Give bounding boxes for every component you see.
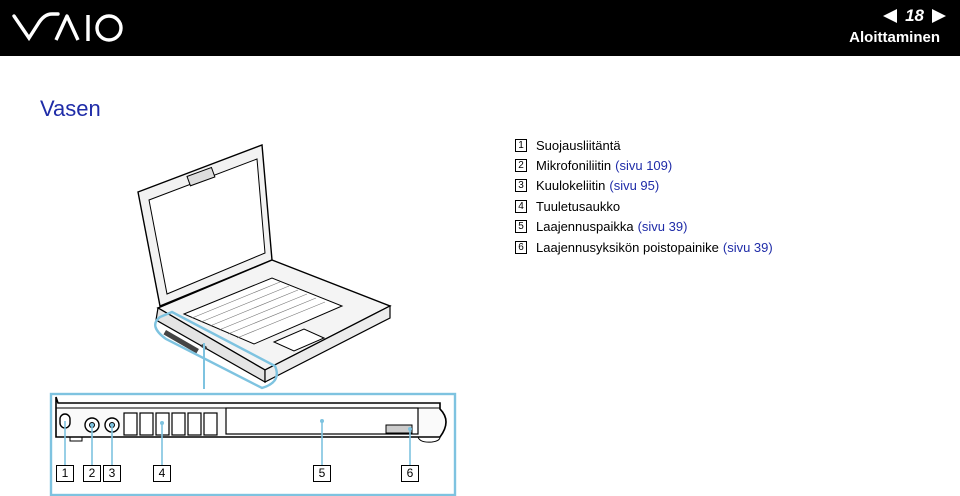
page-number: 18 [905,6,924,25]
legend-label: Mikrofoniliitin [536,158,612,174]
page-title: Vasen [40,96,101,121]
page-reference-link[interactable]: (sivu 39) [637,219,688,235]
legend-item: 6 Laajennusyksikön poistopainike(sivu 39) [515,237,773,257]
page-navigation: 18 [883,6,946,26]
side-view-frame [49,392,457,496]
page-header: 18 Aloittaminen [0,0,960,56]
callout-label: 5 [313,465,331,482]
legend-item: 4 Tuuletusaukko [515,196,773,216]
air-vent-icon [123,412,218,436]
vaio-logo [12,12,123,42]
legend-item: 5 Laajennuspaikka(sivu 39) [515,217,773,237]
legend-key: 6 [515,240,527,254]
component-legend: 1 Suojausliitäntä 2 Mikrofoniliitin(sivu 1… [515,135,773,257]
legend-key: 1 [515,138,527,152]
previous-page-icon[interactable] [883,9,898,23]
legend-key: 4 [515,199,527,213]
legend-label: Suojausliitäntä [536,137,621,153]
legend-label: Kuulokeliitin [536,178,606,194]
left-side-view [49,392,457,496]
page-reference-link[interactable]: (sivu 109) [615,158,673,174]
callout-label: 1 [56,465,74,482]
callout-label: 6 [401,465,419,482]
legend-key: 2 [515,159,527,173]
legend-label: Laajennusyksikön poistopainike [536,239,719,255]
page-reference-link[interactable]: (sivu 95) [609,178,660,194]
callout-label: 3 [103,465,121,482]
callout-label: 2 [83,465,101,482]
legend-label: Laajennuspaikka [536,219,634,235]
legend-label: Tuuletusaukko [536,198,621,214]
legend-item: 1 Suojausliitäntä [515,135,773,155]
section-title: Aloittaminen [849,29,940,46]
side-highlight [154,310,279,390]
page-reference-link[interactable]: (sivu 39) [722,239,773,255]
laptop-illustration [137,144,392,390]
callout-label: 4 [153,465,171,482]
legend-key: 3 [515,179,527,193]
legend-item: 2 Mikrofoniliitin(sivu 109) [515,155,773,175]
legend-key: 5 [515,220,527,234]
legend-item: 3 Kuulokeliitin(sivu 95) [515,176,773,196]
next-page-icon[interactable] [932,9,946,23]
